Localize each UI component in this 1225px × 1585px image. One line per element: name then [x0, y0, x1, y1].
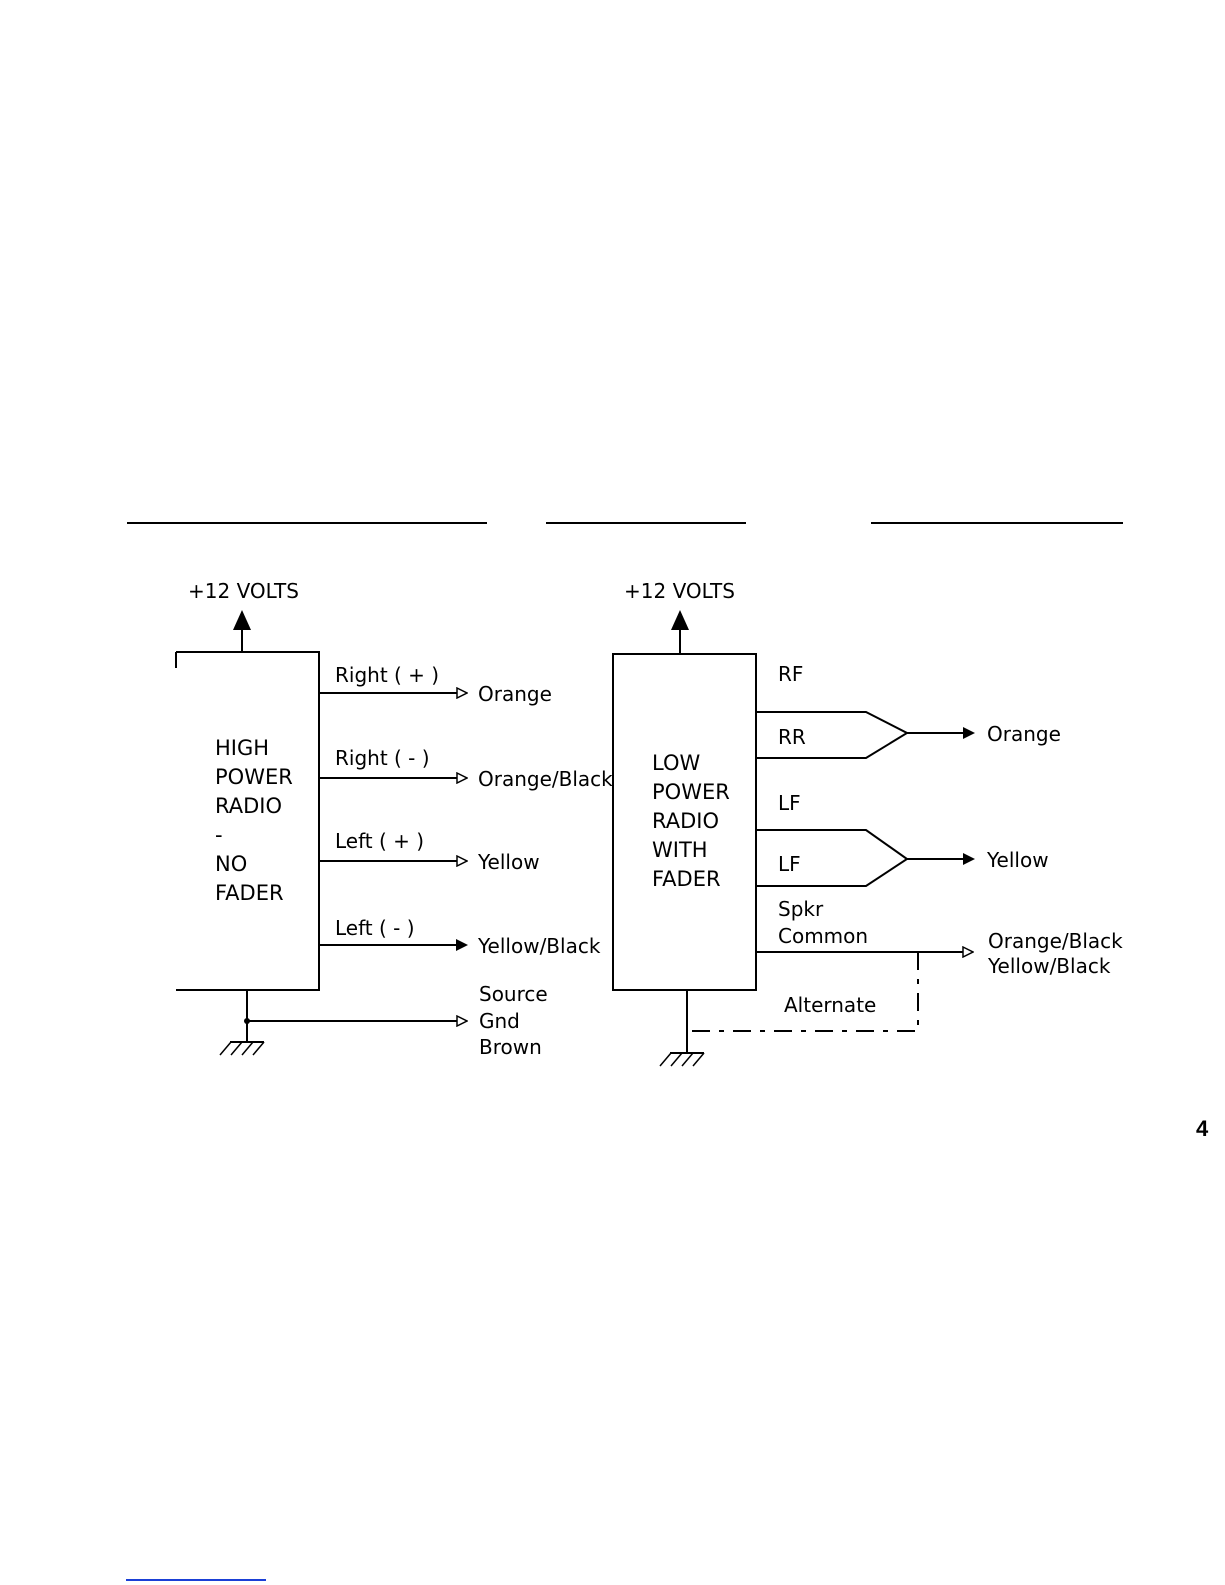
svg-text:WITH: WITH: [652, 838, 708, 862]
svg-text:Orange/Black: Orange/Black: [478, 767, 613, 791]
left-ground: Source Gnd Brown: [220, 982, 548, 1059]
svg-text:FADER: FADER: [652, 867, 721, 891]
svg-text:POWER: POWER: [215, 765, 293, 789]
svg-text:Left ( - ): Left ( - ): [335, 916, 415, 940]
svg-text:NO: NO: [215, 852, 247, 876]
channel-rr-label: RR: [778, 725, 806, 749]
alternate-dashed-wire: [687, 952, 918, 1031]
output-left-minus: Left ( - ) Yellow/Black: [319, 916, 601, 958]
svg-text:RADIO: RADIO: [215, 794, 282, 818]
output-right-minus: Right ( - ) Orange/Black: [319, 746, 613, 791]
left-diagram: +12 VOLTS HIGH POWER RADIO - NO FADER Ri…: [176, 579, 613, 1059]
svg-text:Spkr: Spkr: [778, 897, 824, 921]
speaker-common: Spkr Common Orange/Black Yellow/Black: [756, 897, 1123, 978]
channel-rf-label: RF: [778, 662, 803, 686]
svg-text:Orange/Black: Orange/Black: [988, 929, 1123, 953]
svg-text:Right ( - ): Right ( - ): [335, 746, 430, 770]
svg-text:Brown: Brown: [479, 1035, 542, 1059]
svg-text:RADIO: RADIO: [652, 809, 719, 833]
svg-text:HIGH: HIGH: [215, 736, 269, 760]
output-left-plus: Left ( + ) Yellow: [319, 829, 540, 874]
ground-icon: [220, 1042, 264, 1055]
svg-text:Yellow: Yellow: [986, 848, 1049, 872]
right-supply-label: +12 VOLTS: [624, 579, 735, 603]
high-power-radio-box: [176, 652, 319, 990]
left-supply-label: +12 VOLTS: [188, 579, 299, 603]
alternate-path: Alternate: [687, 952, 918, 1031]
ground-icon: [660, 1053, 704, 1066]
svg-text:FADER: FADER: [215, 881, 284, 905]
left-channels: LF LF Yellow: [756, 791, 1049, 886]
svg-text:Orange: Orange: [478, 682, 552, 706]
svg-text:Yellow: Yellow: [477, 850, 540, 874]
left-supply-arrow-icon: [233, 610, 251, 630]
svg-text:Yellow/Black: Yellow/Black: [477, 934, 601, 958]
channel-lf-2-label: LF: [778, 852, 801, 876]
svg-text:LOW: LOW: [652, 751, 700, 775]
page-number: 4: [1196, 1116, 1209, 1141]
channel-lf-label: LF: [778, 791, 801, 815]
output-right-plus: Right ( + ) Orange: [319, 663, 552, 706]
svg-text:Right ( + ): Right ( + ): [335, 663, 439, 687]
svg-text:Left ( + ): Left ( + ): [335, 829, 424, 853]
high-power-radio-label: HIGH POWER RADIO - NO FADER: [215, 736, 293, 905]
right-supply-arrow-icon: [671, 610, 689, 630]
svg-text:Orange: Orange: [987, 722, 1061, 746]
svg-text:POWER: POWER: [652, 780, 730, 804]
svg-text:Common: Common: [778, 924, 868, 948]
right-diagram: +12 VOLTS LOW POWER RADIO WITH FADER RF …: [613, 579, 1123, 1066]
svg-text:-: -: [215, 823, 223, 847]
svg-text:Yellow/Black: Yellow/Black: [987, 954, 1111, 978]
front-rear-right-channels: RF RR Orange: [756, 662, 1061, 758]
svg-text:Source: Source: [479, 982, 548, 1006]
low-power-radio-label: LOW POWER RADIO WITH FADER: [652, 751, 730, 891]
svg-text:Alternate: Alternate: [784, 993, 876, 1017]
svg-text:Gnd: Gnd: [479, 1009, 520, 1033]
right-ground: [660, 990, 704, 1066]
